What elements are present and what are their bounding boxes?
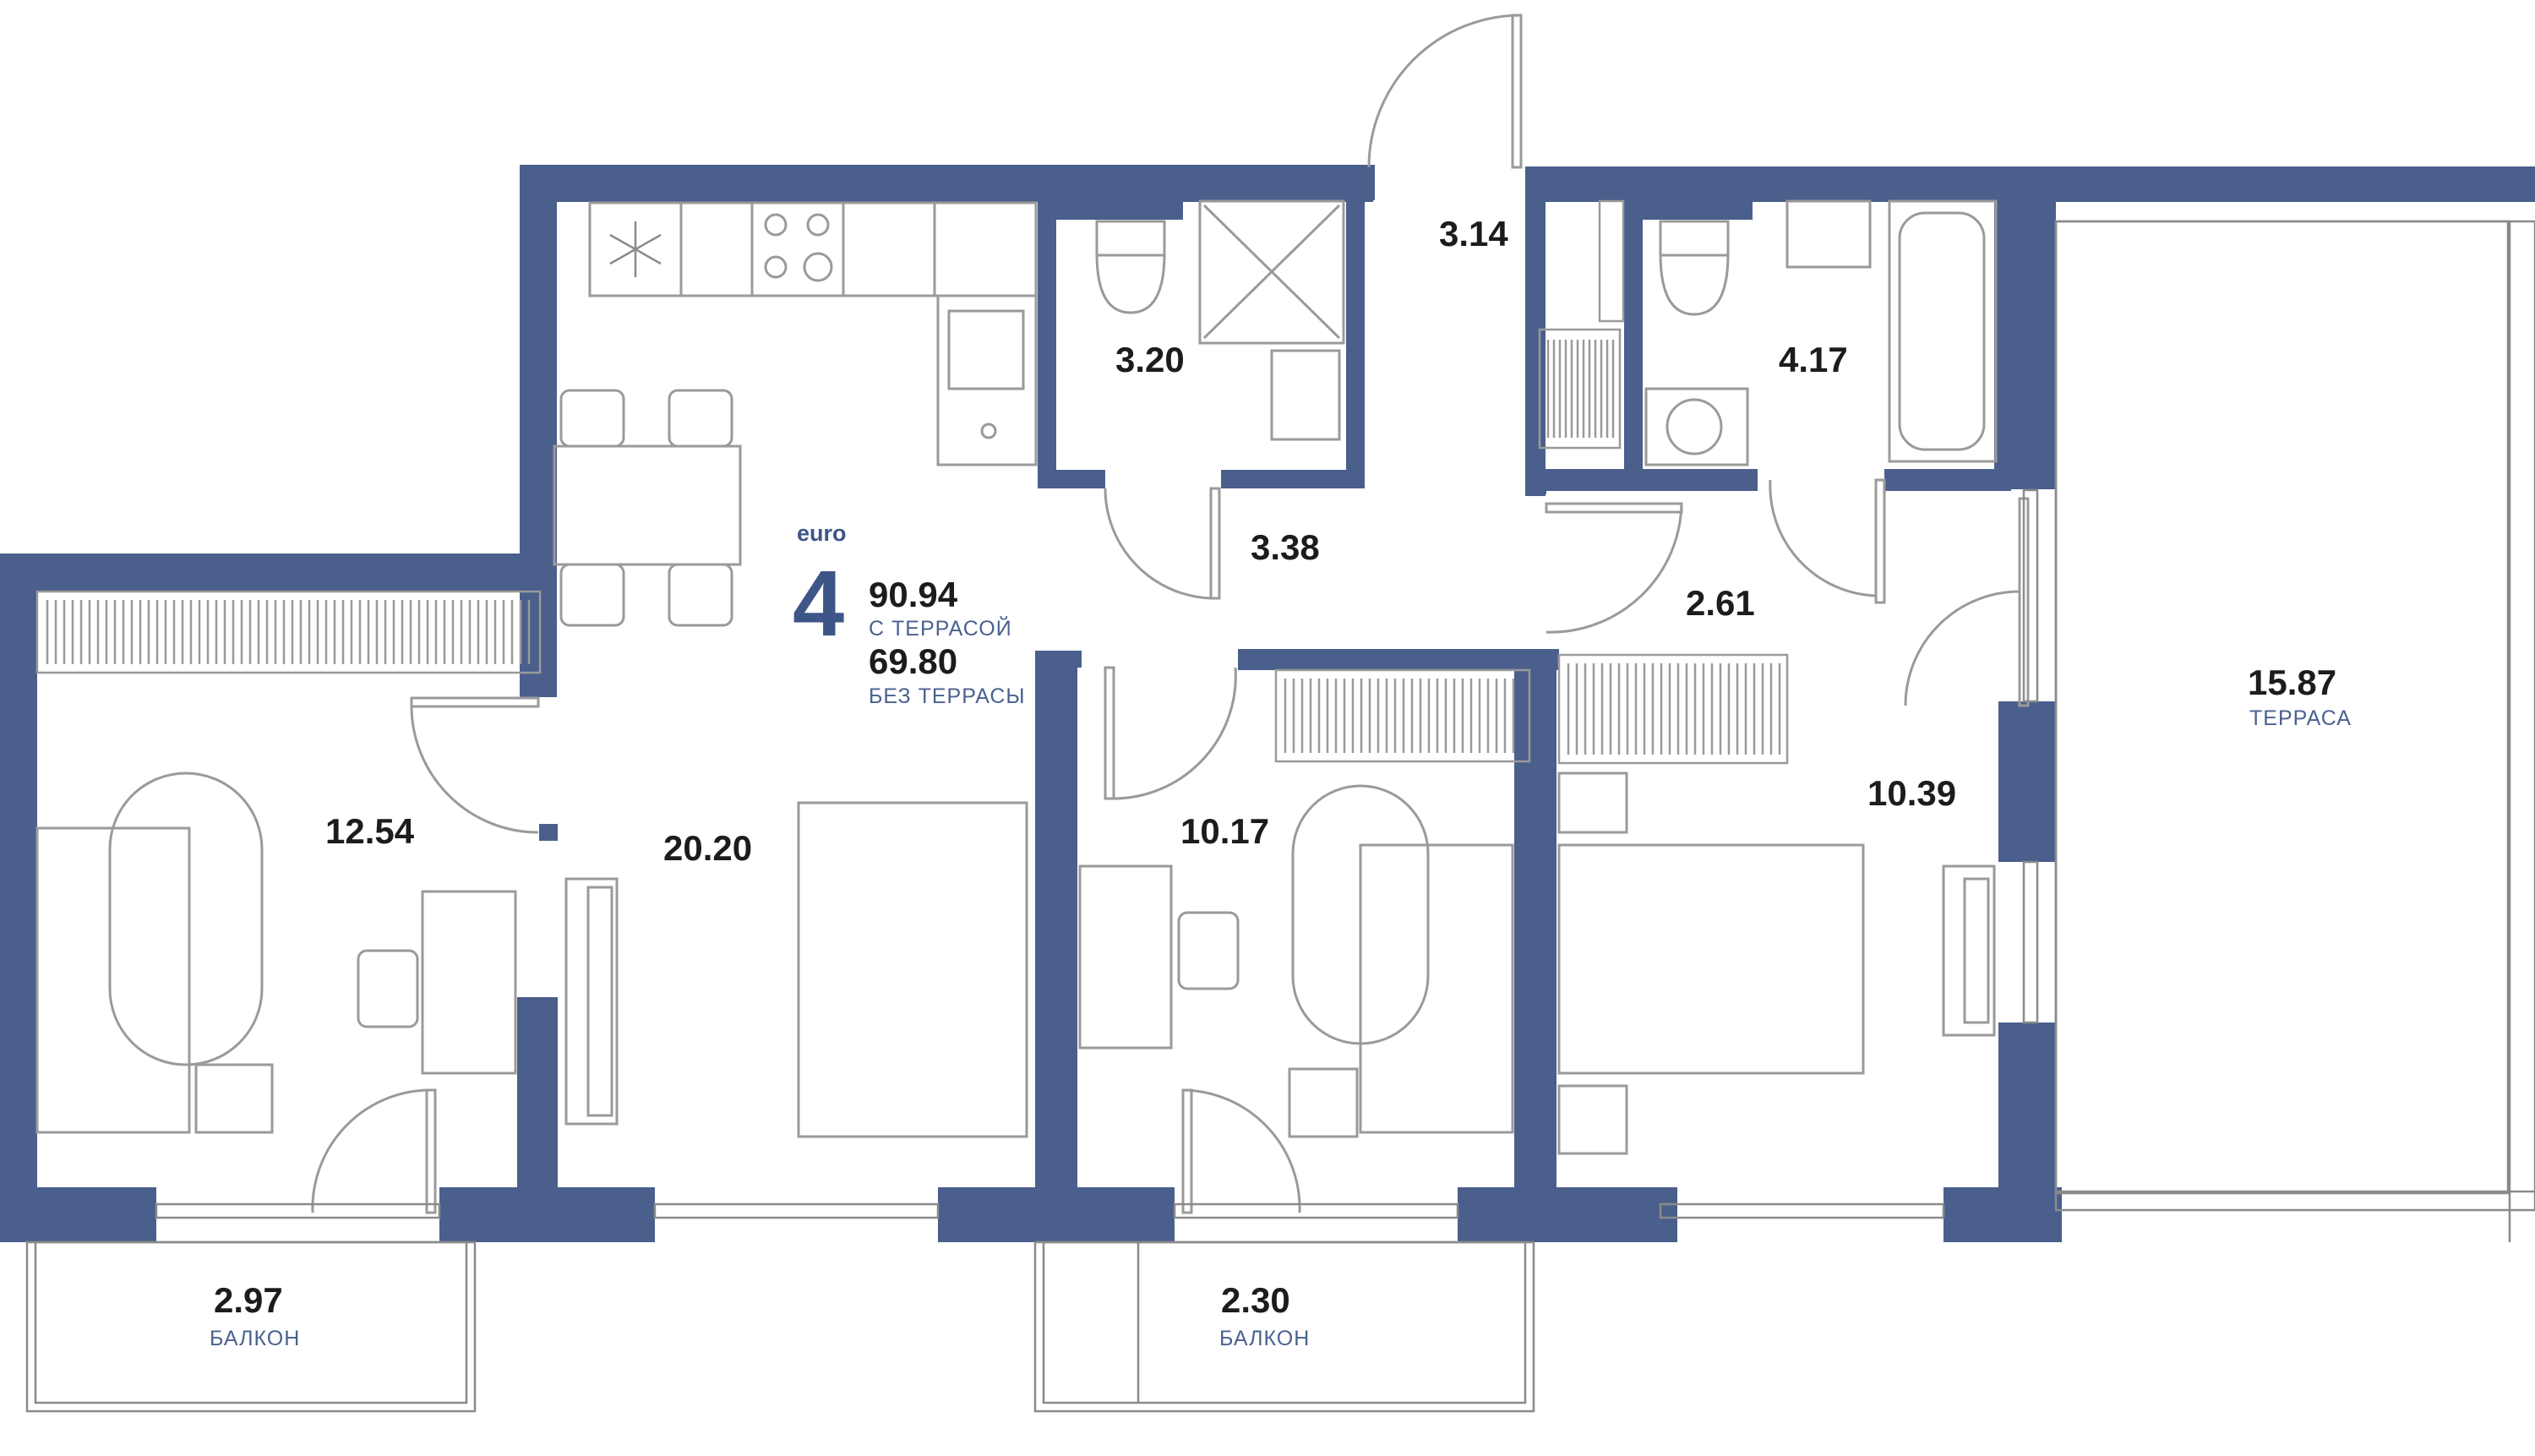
room-area-balcony-left: 2.97 xyxy=(214,1280,283,1320)
radiator-fin xyxy=(1284,679,1295,753)
radiator-fin xyxy=(1453,679,1464,753)
radiator-fins xyxy=(1567,663,1781,755)
radiator-fin xyxy=(1570,340,1579,438)
radiator-fin xyxy=(147,600,159,664)
radiator-fin xyxy=(1469,679,1481,753)
radiator-fin xyxy=(299,600,311,664)
radiator-fin xyxy=(1351,679,1363,753)
room-area-kitchen-living: 20.20 xyxy=(663,828,752,868)
radiator-fin xyxy=(215,600,226,664)
radiator-fin xyxy=(1736,663,1747,755)
radiator-fin xyxy=(1317,679,1329,753)
radiator-fin xyxy=(181,600,193,664)
area-with-terrace: 90.94 xyxy=(869,575,958,614)
radiator-fin xyxy=(1334,679,1346,753)
apartment-summary: euro 4 90.94 С ТЕРРАСОЙ 69.80 БЕЗ ТЕРРАС… xyxy=(793,521,1026,708)
room-area-hall-1: 3.38 xyxy=(1251,527,1320,567)
hob xyxy=(750,201,845,297)
radiator-fins xyxy=(46,600,531,664)
radiator-fin xyxy=(1419,679,1431,753)
walls xyxy=(0,165,2535,1242)
radiator-fin xyxy=(316,600,328,664)
radiator-fin xyxy=(451,600,463,664)
euro-badge: euro xyxy=(797,521,847,546)
room-labels: 3.20 3.14 4.17 3.38 2.61 15.87 ТЕРРАСА 1… xyxy=(210,214,2352,1350)
radiator-fin xyxy=(113,600,125,664)
radiator-fin xyxy=(1606,340,1615,438)
area-with-terrace-caption: С ТЕРРАСОЙ xyxy=(869,615,1012,641)
radiator-fin xyxy=(350,600,362,664)
radiator-fin xyxy=(1753,663,1764,755)
radiator-fin xyxy=(79,600,91,664)
room-area-terrace: 15.87 xyxy=(2248,663,2336,702)
outdoor-areas xyxy=(25,220,2535,1413)
radiator-fin xyxy=(265,600,277,664)
radiator-fin xyxy=(519,600,531,664)
radiator-fin xyxy=(401,600,412,664)
radiator-fin xyxy=(1719,663,1731,755)
radiator-fin xyxy=(1567,663,1578,755)
radiator-fin xyxy=(384,600,395,664)
radiator-fin xyxy=(1558,340,1567,438)
radiator-fin xyxy=(1436,679,1447,753)
radiator-fin xyxy=(1651,663,1663,755)
room-area-vestibule: 3.14 xyxy=(1439,214,1508,254)
radiator-fins xyxy=(1284,679,1515,753)
balcony-right-caption: БАЛКОН xyxy=(1219,1327,1310,1350)
radiator-fin xyxy=(1668,663,1680,755)
radiator-fin xyxy=(248,600,260,664)
radiator-fin xyxy=(1702,663,1714,755)
radiator-fin xyxy=(502,600,514,664)
terrace-caption: ТЕРРАСА xyxy=(2249,706,2352,730)
fixtures xyxy=(35,199,1998,1155)
doors xyxy=(155,14,2039,1219)
radiator-fin xyxy=(1584,663,1595,755)
fridge xyxy=(588,201,683,297)
radiator-fin xyxy=(1368,679,1380,753)
radiator-fin xyxy=(333,600,345,664)
radiator-fin xyxy=(1300,679,1312,753)
radiator-fin xyxy=(1594,340,1603,438)
radiator-fin xyxy=(232,600,243,664)
radiator-fin xyxy=(485,600,497,664)
room-area-bathroom-2: 4.17 xyxy=(1779,340,1848,379)
radiator-fin xyxy=(1582,340,1591,438)
radiator-fin xyxy=(1600,663,1612,755)
radiator-fin xyxy=(130,600,142,664)
rooms-count: 4 xyxy=(793,552,844,656)
radiator-fin xyxy=(417,600,429,664)
radiator-fin xyxy=(198,600,210,664)
radiator-fin xyxy=(1617,663,1629,755)
room-area-hall-2: 2.61 xyxy=(1686,583,1755,623)
balcony-left-caption: БАЛКОН xyxy=(210,1327,300,1350)
radiator-fins xyxy=(1546,340,1615,438)
area-without-terrace: 69.80 xyxy=(869,641,957,681)
radiator-fin xyxy=(1385,679,1397,753)
radiator-fin xyxy=(1769,663,1781,755)
room-area-bedroom-middle: 10.17 xyxy=(1180,811,1269,851)
radiator-fin xyxy=(434,600,446,664)
radiator-fin xyxy=(1546,340,1556,438)
radiator-fin xyxy=(63,600,74,664)
radiator-fin xyxy=(1503,679,1515,753)
room-area-bedroom-left: 12.54 xyxy=(325,811,415,851)
radiator-fin xyxy=(46,600,57,664)
radiator-fin xyxy=(1486,679,1498,753)
room-area-bathroom-1: 3.20 xyxy=(1115,340,1185,379)
radiator-fin xyxy=(1685,663,1697,755)
radiator-fin xyxy=(468,600,480,664)
radiator-fin xyxy=(1402,679,1414,753)
area-without-terrace-caption: БЕЗ ТЕРРАСЫ xyxy=(869,684,1026,708)
radiator-fin xyxy=(164,600,176,664)
room-area-balcony-right: 2.30 xyxy=(1221,1280,1290,1320)
radiator-fin xyxy=(96,600,108,664)
room-area-bedroom-right: 10.39 xyxy=(1867,773,1956,813)
radiator-fin xyxy=(1634,663,1646,755)
radiator-fin xyxy=(367,600,379,664)
radiator-fin xyxy=(282,600,294,664)
